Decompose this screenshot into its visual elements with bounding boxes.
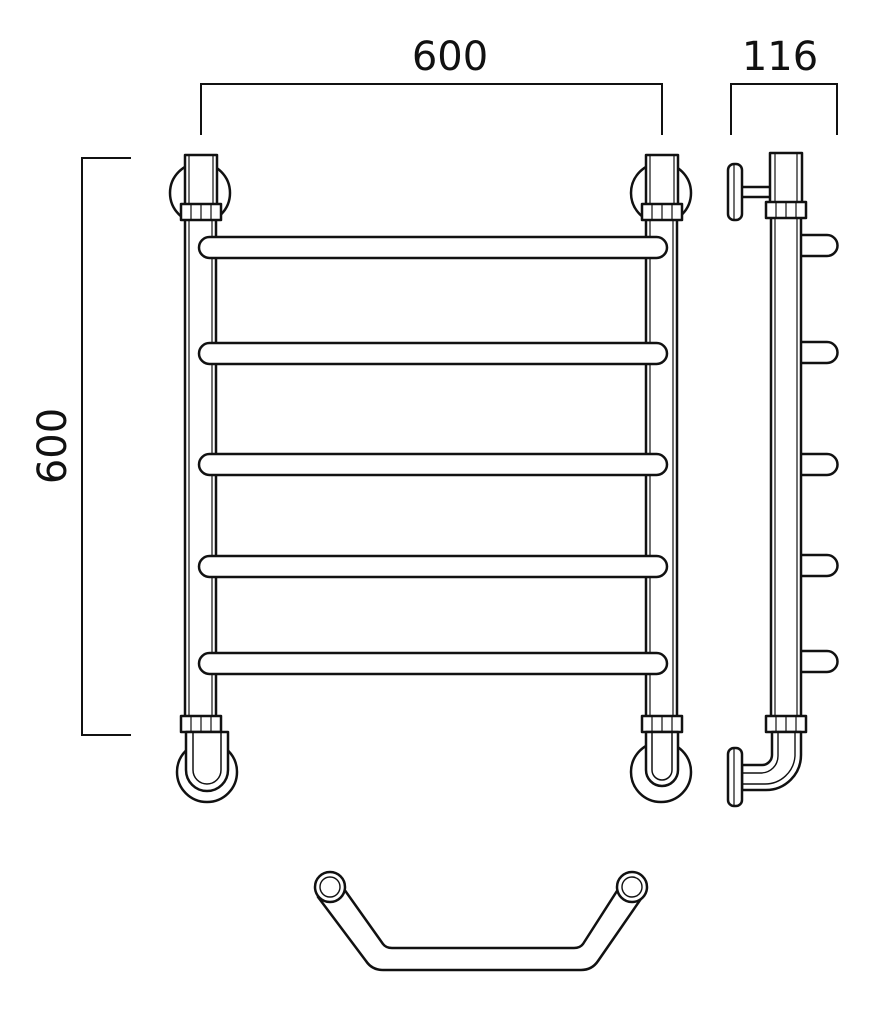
side-top-nut	[764, 200, 808, 220]
front-rung	[197, 235, 669, 260]
side-view	[726, 151, 839, 808]
side-bottom-wall-bracket	[726, 746, 744, 808]
top-view-rung-inner	[337, 878, 626, 950]
left-top-cap	[183, 153, 219, 207]
right-top-nut	[640, 202, 684, 222]
front-rung	[197, 554, 669, 579]
dimension-lines	[81, 83, 838, 736]
side-bottom-elbow	[740, 730, 803, 792]
front-rung	[197, 651, 669, 676]
side-depth-label: 116	[742, 34, 818, 80]
front-width-label: 600	[412, 34, 488, 80]
left-bottom-elbow	[184, 730, 230, 793]
front-width-dimension-line	[200, 83, 663, 135]
front-view	[168, 153, 693, 804]
top-view	[313, 870, 649, 972]
right-bottom-nut	[640, 714, 684, 734]
side-bottom-elbow-inner	[742, 732, 796, 785]
right-bottom-elbow	[644, 730, 680, 788]
side-bottom-nut	[764, 714, 808, 734]
left-top-nut	[179, 202, 223, 222]
top-view-right-end-inner	[621, 876, 643, 898]
side-bottom-elbow-inner	[742, 732, 779, 774]
front-rungs	[197, 235, 669, 676]
right-top-cap	[644, 153, 680, 207]
side-depth-dimension-line	[730, 83, 838, 135]
right-bottom-elbow-inner	[651, 732, 673, 781]
height-dimension-line	[81, 157, 131, 736]
top-view-left-end-inner	[319, 876, 341, 898]
front-rung	[197, 341, 669, 366]
left-bottom-nut	[179, 714, 223, 734]
front-rung	[197, 452, 669, 477]
left-bottom-elbow-inner	[192, 732, 222, 785]
top-view-rung-outer	[316, 891, 647, 972]
height-label: 600	[30, 408, 76, 484]
